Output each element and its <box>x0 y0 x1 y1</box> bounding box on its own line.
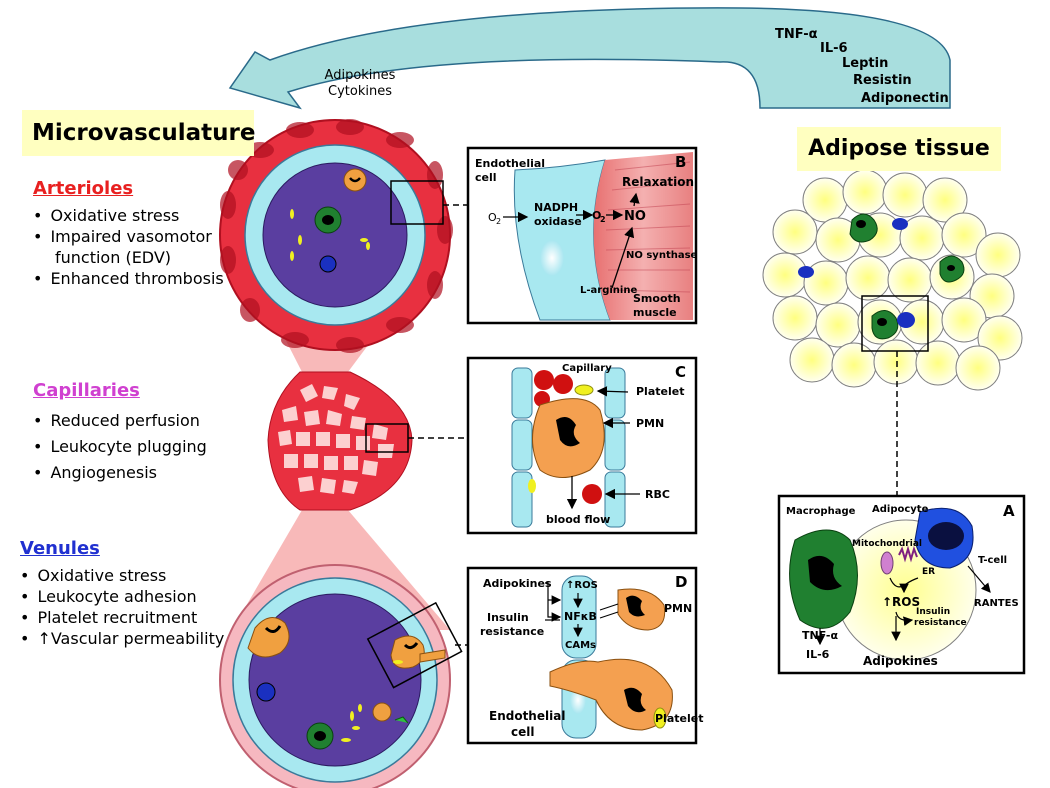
factor-resistin: Resistin <box>853 73 912 88</box>
panel-b-o2-right-sub: 2 <box>600 215 606 224</box>
panel-a-resistance: resistance <box>914 618 967 628</box>
adipose-immune-cells <box>798 213 965 496</box>
panel-d-endothelial: Endothelial <box>489 709 565 723</box>
panel-a-mitochondrial: Mitochondrial <box>852 539 922 549</box>
panel-d-adipokines: Adipokines <box>483 577 552 590</box>
panel-b-letter: B <box>675 153 686 171</box>
cytokine-arrow: Adipokines Cytokines TNF-α IL-6 Leptin R… <box>228 7 951 110</box>
arterioles-item-continuation: function (EDV) <box>33 247 224 268</box>
factor-il6: IL-6 <box>820 41 848 56</box>
panel-b-o2-left-sub: 2 <box>496 217 501 226</box>
panel-c-rbc: RBC <box>645 488 670 501</box>
panel-c-platelet: Platelet <box>636 385 684 398</box>
panel-a-rantes: RANTES <box>974 598 1019 609</box>
arrow-label-1: Adipokines <box>325 68 396 83</box>
microvasculature-title: Microvasculature <box>22 110 255 156</box>
panel-b-l-arginine: L-arginine <box>580 285 637 296</box>
panel-d-cell: cell <box>511 725 534 739</box>
panel-a-tnf: TNF-α <box>802 629 838 642</box>
capillaries-item: Leukocyte plugging <box>33 434 206 460</box>
arterioles-header: Arterioles <box>33 178 134 199</box>
capillary-bed <box>267 371 468 511</box>
arteriole <box>219 119 468 353</box>
adipose-tissue-title: Adipose tissue <box>797 127 1001 171</box>
panel-d-letter: D <box>675 573 687 591</box>
panel-a-letter: A <box>1003 502 1015 520</box>
panel-b-nadph: NADPH <box>534 201 578 214</box>
panel-a-ros: ↑ROS <box>882 595 920 609</box>
capillaries-header: Capillaries <box>33 380 140 401</box>
capillaries-item: Reduced perfusion <box>33 408 207 434</box>
venules-item: Leukocyte adhesion <box>20 586 224 607</box>
venules-item: Platelet recruitment <box>20 607 224 628</box>
venule <box>219 564 468 788</box>
panel-a-adipokines: Adipokines <box>863 654 938 668</box>
panel-b: B Endothelial cell Relaxation NADPH oxid… <box>466 146 698 325</box>
panel-b-oxidase: oxidase <box>534 215 582 228</box>
factor-tnf: TNF-α <box>775 27 818 42</box>
panel-b-endothelial: Endothelial <box>475 157 545 170</box>
panel-c-capillary: Capillary <box>562 363 612 374</box>
capillaries-list: Reduced perfusion Leukocyte plugging Ang… <box>33 408 207 486</box>
panel-b-relaxation: Relaxation <box>622 175 694 189</box>
panel-a-macrophage: Macrophage <box>786 506 856 517</box>
adipose-cluster <box>762 169 1023 391</box>
panel-d: D Adipokines Insulin resistance ↑ROS NFκ… <box>466 566 703 745</box>
panel-b-cell: cell <box>475 171 497 184</box>
arterioles-list: Oxidative stress Impaired vasomotor func… <box>33 205 224 289</box>
panel-b-muscle: muscle <box>633 306 677 319</box>
panel-c-pmn: PMN <box>636 417 664 430</box>
venules-item: ↑Vascular permeability <box>20 628 224 649</box>
panel-d-ros: ↑ROS <box>566 580 598 591</box>
panel-b-no-synthase: NO synthase <box>626 250 698 261</box>
panel-a-il6: IL-6 <box>806 648 830 661</box>
panel-d-platelet: Platelet <box>655 712 703 725</box>
panel-a-er: ER <box>922 567 935 577</box>
factor-adiponectin: Adiponectin <box>861 91 949 106</box>
panel-d-cams: CAMs <box>565 640 596 651</box>
arrow-label-2: Cytokines <box>328 84 392 99</box>
arterioles-item: Oxidative stress <box>33 205 224 226</box>
panel-b-no: NO <box>624 209 646 224</box>
panel-a-tcell: T-cell <box>978 555 1007 566</box>
capillaries-item: Angiogenesis <box>33 460 207 486</box>
panel-b-smooth: Smooth <box>633 292 681 305</box>
panel-a: A Macrophage Adipocyte Mitochondrial ER … <box>777 494 1026 675</box>
panel-d-pmn: PMN <box>664 602 692 615</box>
panel-b-o2-right: O <box>592 209 601 222</box>
arterioles-item: Enhanced thrombosis <box>33 268 223 289</box>
venules-list: Oxidative stress Leukocyte adhesion Plat… <box>20 565 224 649</box>
panel-a-insulin: Insulin <box>916 607 950 617</box>
arterioles-item-text: function (EDV) <box>55 248 172 267</box>
panel-d-nfkb: NFκB <box>564 610 597 623</box>
panel-d-insulin: Insulin <box>487 611 529 624</box>
panel-c: C Capillary Platelet PMN RBC blood flow <box>466 356 698 535</box>
arterioles-item: Impaired vasomotor <box>33 226 224 247</box>
venules-header: Venules <box>20 538 100 559</box>
panel-c-blood-flow: blood flow <box>546 513 610 526</box>
panel-c-letter: C <box>675 363 686 381</box>
panel-d-resistance: resistance <box>480 625 544 638</box>
panel-b-o2-left: O <box>488 211 497 224</box>
factor-leptin: Leptin <box>842 56 888 71</box>
venules-item: Oxidative stress <box>20 565 224 586</box>
panel-a-adipocyte: Adipocyte <box>872 504 929 515</box>
